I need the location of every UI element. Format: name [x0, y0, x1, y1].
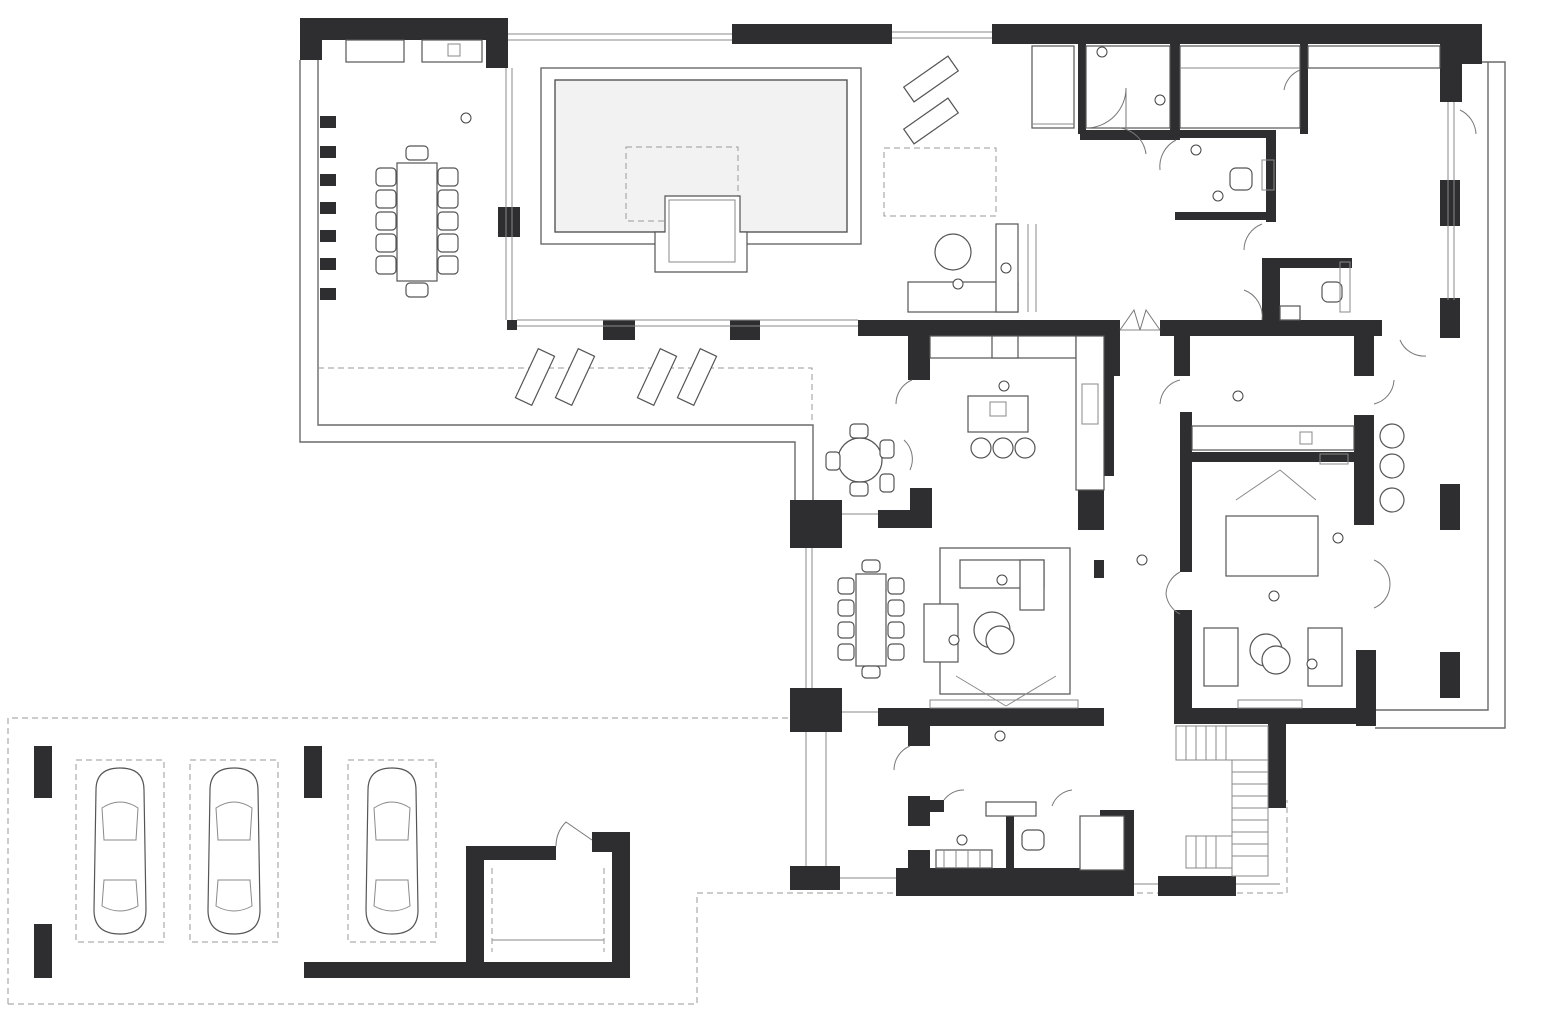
- kitchen: [929, 335, 1105, 491]
- sun-lounger-icon: [514, 55, 960, 407]
- bbq-counter: [345, 39, 483, 63]
- dining-table-icon: [375, 145, 459, 298]
- pool-lounge-sofa: [907, 223, 1037, 313]
- glazing: [505, 31, 1455, 885]
- door-swing-icon: [555, 69, 1477, 847]
- person-icon: [460, 46, 1344, 846]
- stairs-icon: [1175, 725, 1269, 877]
- swimming-pool: [540, 67, 862, 273]
- sofa-icon: [923, 547, 1079, 709]
- utility: [935, 801, 1125, 871]
- site-outline: [7, 60, 1506, 1005]
- walls: [34, 18, 1482, 978]
- car-icon: [93, 767, 419, 935]
- round-dining-table: [825, 423, 895, 497]
- sauna-block: [1031, 45, 1441, 321]
- dining-table-icon: [837, 559, 905, 679]
- rug: [883, 147, 997, 217]
- storage-room: [491, 868, 605, 952]
- parking: [75, 759, 437, 943]
- bedroom-suite: [1191, 423, 1405, 709]
